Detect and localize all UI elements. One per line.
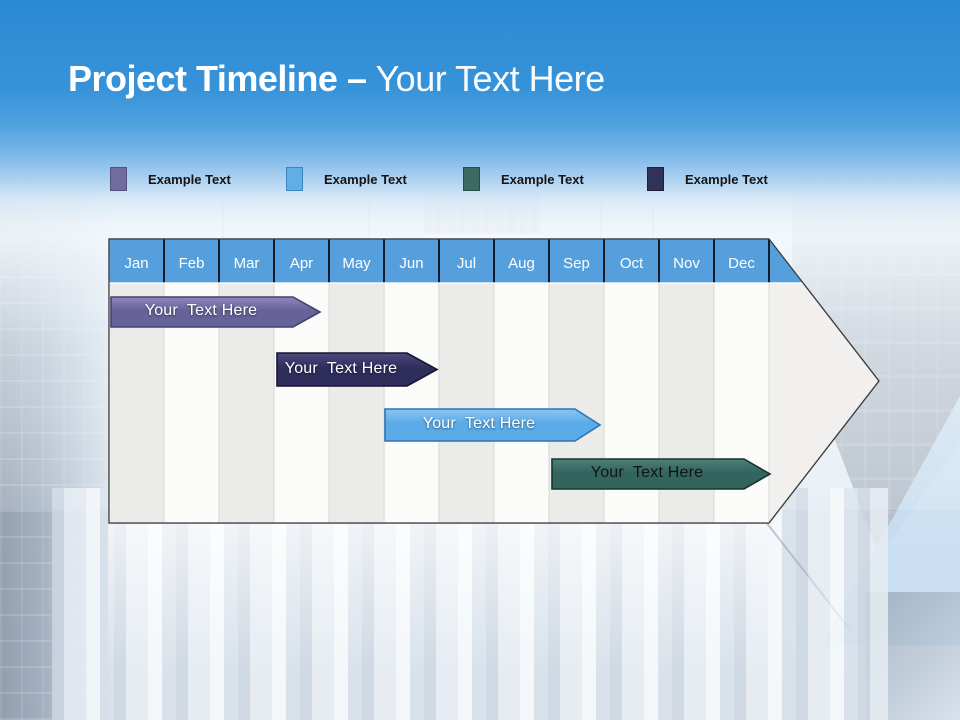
legend: Example Text Example Text Example Text Exam… [0, 167, 960, 197]
legend-item[interactable]: Example Text [463, 167, 584, 191]
month-header-jun: Jun [399, 255, 423, 272]
timeline-bar-1[interactable]: Your Text Here [110, 296, 322, 328]
month-header-jul: Jul [457, 255, 476, 272]
timeline-bar-label: Your Text Here [590, 464, 704, 481]
month-header-oct: Oct [620, 255, 644, 272]
legend-swatch [463, 167, 480, 191]
timeline-bar-2[interactable]: Your Text Here [276, 352, 439, 387]
title-sub-text: Your Text Here [375, 58, 605, 99]
legend-item[interactable]: Example Text [286, 167, 407, 191]
legend-swatch [647, 167, 664, 191]
background-building-bottom-right [866, 592, 960, 720]
month-header-sep: Sep [563, 255, 590, 272]
legend-label: Example Text [148, 171, 231, 187]
month-header-aug: Aug [508, 255, 535, 272]
legend-swatch [110, 167, 127, 191]
timeline-bar-4[interactable]: Your Text Here [551, 458, 772, 490]
legend-swatch [286, 167, 303, 191]
table-reflection-tip [766, 523, 861, 643]
legend-item[interactable]: Example Text [110, 167, 231, 191]
table-reflection [108, 523, 768, 673]
timeline-bar-3[interactable]: Your Text Here [384, 408, 602, 442]
month-header-feb: Feb [179, 255, 205, 272]
month-header-apr: Apr [290, 255, 313, 272]
timeline-bar-label: Your Text Here [422, 415, 536, 432]
background-building-top [424, 192, 540, 234]
month-header-nov: Nov [673, 255, 700, 272]
page-title[interactable]: Project Timeline –Your Text Here [68, 58, 605, 100]
legend-label: Example Text [324, 171, 407, 187]
legend-item[interactable]: Example Text [647, 167, 768, 191]
title-main-text: Project Timeline – [68, 58, 367, 99]
timeline-bar-label: Your Text Here [144, 302, 258, 319]
month-header-may: May [342, 255, 371, 272]
title-band [0, 0, 960, 235]
timeline-bar-label: Your Text Here [284, 359, 398, 377]
legend-label: Example Text [685, 171, 768, 187]
month-header-mar: Mar [234, 255, 260, 272]
background-building-left [0, 118, 110, 720]
month-header-jan: Jan [124, 255, 148, 272]
month-header-dec: Dec [728, 255, 755, 272]
legend-label: Example Text [501, 171, 584, 187]
